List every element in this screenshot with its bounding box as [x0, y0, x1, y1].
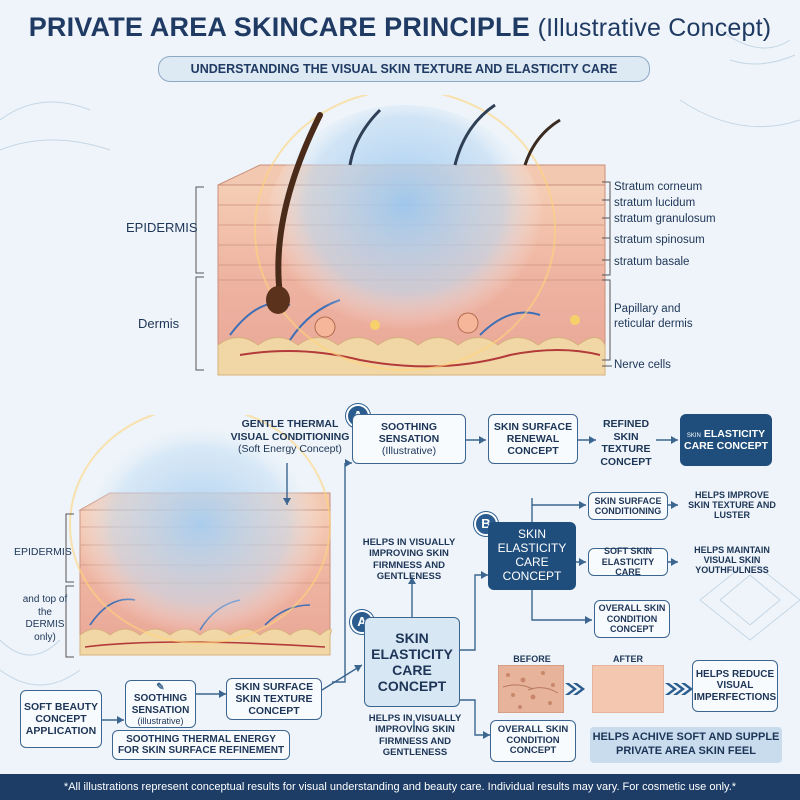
elastic-top-prefix: SKIN [686, 432, 701, 439]
top-left-brackets [195, 186, 204, 371]
label-stratum-spinosum: stratum spinosum [614, 234, 705, 246]
before-skin-image [498, 665, 564, 713]
footer-disclaimer: *All illustrations represent conceptual … [0, 774, 800, 800]
box-soothing-sensation-bottom: ✎ SOOTHING SENSATION (illustrative) [125, 680, 196, 728]
page-title: PRIVATE AREA SKINCARE PRINCIPLE (Illustr… [0, 12, 800, 43]
text-helps-youthfulness: HELPS MAINTAIN VISUAL SKIN YOUTHFULNESS [694, 545, 770, 575]
label-stratum-corneum: Stratum corneum [614, 181, 703, 193]
box-soothing-sensation-a: SOOTHING SENSATION(Illustrative) [352, 414, 466, 464]
text-helps-improve-luster: HELPS IMPROVE SKIN TEXTURE AND LUSTER [688, 490, 776, 520]
label-before: BEFORE [513, 654, 551, 664]
title-sub: (Illustrative Concept) [537, 14, 772, 42]
elastic-top-main: ELASTICITY CARE CONCEPT [683, 427, 768, 452]
box-soft-skin-elasticity: SOFT SKIN ELASTICITY CARE [588, 546, 668, 577]
label-epidermis-top: EPIDERMIS [126, 220, 198, 235]
label-nerve-cells: Nerve cells [614, 359, 671, 371]
box-elasticity-care-b: SKIN ELASTICITY CARE CONCEPT [488, 522, 576, 590]
thermal-line-1: GENTLE THERMAL [241, 418, 339, 430]
label-dermis-top: Dermis [138, 316, 180, 331]
thermal-line-3: (Soft Energy Concept) [238, 443, 342, 456]
sensation-icon: ✎ [156, 681, 165, 693]
title-main: PRIVATE AREA SKINCARE PRINCIPLE [28, 12, 530, 42]
label-stratum-lucidum: stratum lucidum [614, 197, 696, 209]
label-after: AFTER [613, 654, 643, 664]
soothing-a-line-2: (Illustrative) [381, 445, 437, 458]
energy-glow [265, 105, 545, 355]
top-right-brackets [602, 181, 612, 367]
box-skin-surface-renewal: SKIN SURFACE RENEWAL CONCEPT [488, 414, 578, 464]
thermal-line-2: VISUAL CONDITIONING [230, 430, 350, 443]
hair-follicle-left [275, 112, 323, 298]
box-thermal-energy: SOOTHING THERMAL ENERGY FOR SKIN SURFACE… [112, 730, 290, 760]
label-papillary-dermis: Papillary and reticular dermis [614, 303, 693, 330]
after-skin-image [592, 665, 664, 713]
top-skin-cross-section [217, 95, 606, 376]
label-dermis-top-small: and top of the DERMIS only) [22, 594, 68, 643]
small-left-brackets [65, 513, 74, 658]
box-soft-beauty-application: SOFT BEAUTY CONCEPT APPLICATION [20, 690, 102, 748]
text-refined-skin-texture: REFINED SKIN TEXTURE CONCEPT [600, 418, 652, 468]
label-stratum-basale: stratum basale [614, 256, 690, 268]
text-helps-firmness-bottom: HELPS IN VISUALLY IMPROVING SKIN FIRMNES… [368, 713, 462, 759]
box-overall-skin-bottom: OVERALL SKIN CONDITION CONCEPT [490, 720, 576, 762]
label-stratum-granulosum: stratum granulosum [614, 213, 716, 225]
thermal-conditioning-label: GENTLE THERMAL VISUAL CONDITIONING (Soft… [226, 418, 354, 456]
box-overall-skin-b: OVERALL SKIN CONDITION CONCEPT [594, 600, 670, 638]
subtitle-banner: UNDERSTANDING THE VISUAL SKIN TEXTURE AN… [158, 56, 650, 82]
text-helps-firmness-top: HELPS IN VISUALLY IMPROVING SKIN FIRMNES… [362, 537, 456, 583]
box-elasticity-care-a: SKIN ELASTICITY CARE CONCEPT [364, 617, 460, 707]
small-skin-cross-section [69, 415, 332, 656]
soothing-a-line-1: SOOTHING SENSATION [378, 420, 440, 445]
box-skin-surface-conditioning: SKIN SURFACE CONDITIONING [588, 492, 668, 520]
subtitle-text: UNDERSTANDING THE VISUAL SKIN TEXTURE AN… [190, 62, 618, 76]
box-helps-reduce: HELPS REDUCE VISUAL IMPERFECTIONS [692, 660, 778, 712]
box-elasticity-care-top: SKIN ELASTICITY CARE CONCEPT [680, 414, 772, 466]
box-skin-surface-texture: SKIN SURFACE SKIN TEXTURE CONCEPT [226, 678, 322, 720]
soothing-bottom-line-2: (illustrative) [137, 716, 184, 727]
label-epidermis-small: EPIDERMIS [14, 546, 72, 558]
result-banner: HELPS ACHIVE SOFT AND SUPPLE PRIVATE ARE… [590, 727, 782, 763]
soothing-bottom-line-1: SOOTHING SENSATION [131, 693, 190, 716]
